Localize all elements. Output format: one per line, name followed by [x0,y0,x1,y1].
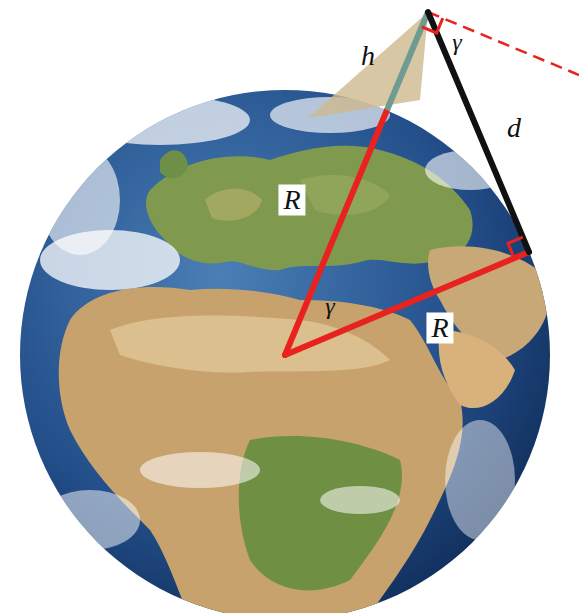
angle-label: γ [325,294,334,318]
radius-line [285,252,529,355]
angle-label: γ [452,30,461,54]
view-cone [308,12,428,118]
height-label: h [361,42,375,70]
continents [40,95,551,613]
right-angle-mark [508,237,523,258]
distance-label: d [507,114,521,142]
radius-label: R [278,185,305,216]
radius-label: R [426,313,453,344]
tangent-line [428,12,529,252]
right-angle-mark [422,18,443,33]
